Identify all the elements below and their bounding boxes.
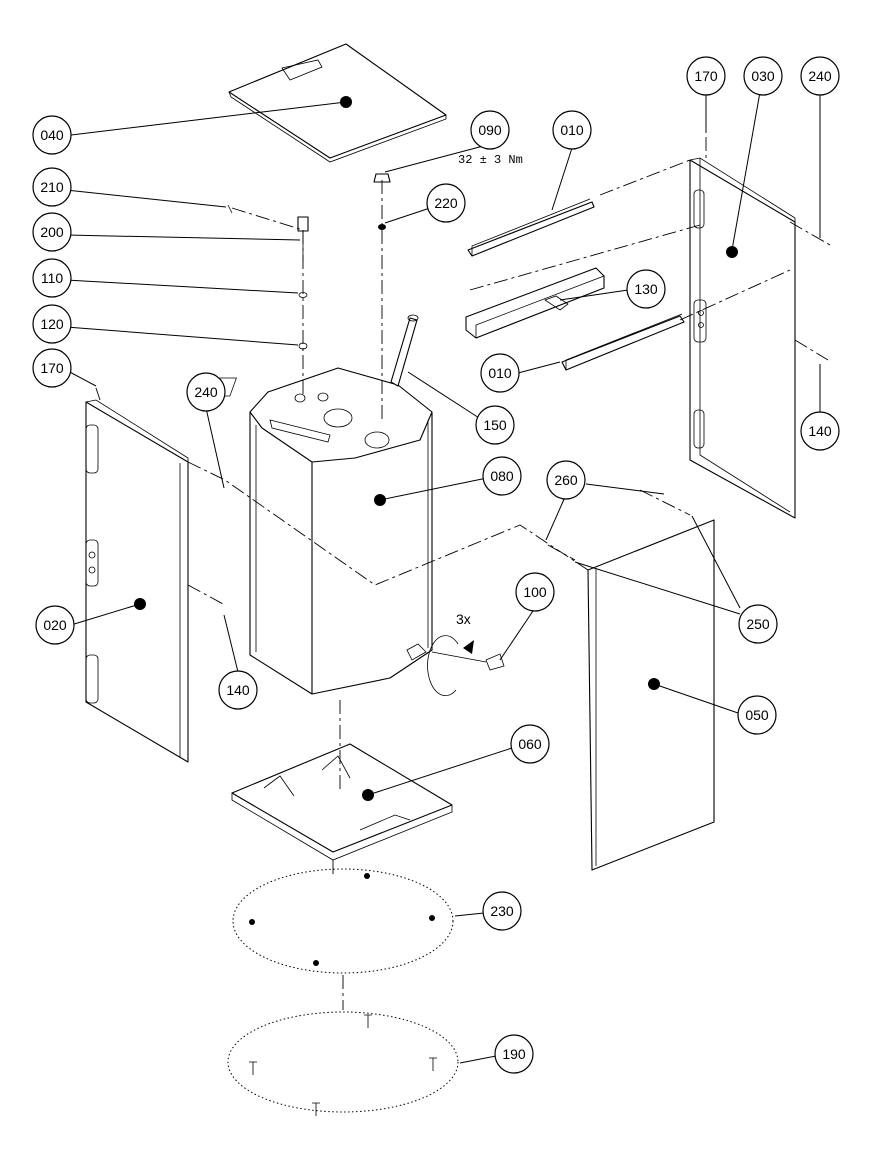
bolt-ring-190 <box>227 1011 459 1116</box>
svg-text:190: 190 <box>502 1046 526 1062</box>
svg-text:240: 240 <box>808 68 832 84</box>
callout-020: 020 <box>35 605 75 645</box>
callout-100: 100 <box>515 572 555 612</box>
callout-040: 040 <box>32 115 72 155</box>
svg-text:240: 240 <box>194 384 218 400</box>
callout-090: 090 <box>470 110 510 150</box>
svg-text:170: 170 <box>694 68 718 84</box>
callout-200: 200 <box>32 212 72 252</box>
callout-170-top: 170 <box>686 56 726 96</box>
leader-lines <box>65 91 821 1064</box>
svg-text:010: 010 <box>560 122 584 138</box>
svg-text:230: 230 <box>490 903 514 919</box>
callout-170-left: 170 <box>32 348 72 388</box>
svg-text:220: 220 <box>434 195 458 211</box>
callout-010-lower: 010 <box>480 353 520 393</box>
callout-210: 210 <box>32 167 72 207</box>
callout-140-right: 140 <box>800 411 840 451</box>
callout-110: 110 <box>32 258 72 298</box>
base-plate-060 <box>231 743 453 861</box>
repeat-note: 3x <box>456 611 471 627</box>
svg-text:260: 260 <box>554 472 578 488</box>
top-cover-040 <box>228 43 447 163</box>
svg-text:010: 010 <box>488 365 512 381</box>
fasteners <box>227 173 391 350</box>
callout-140-left: 140 <box>218 670 258 710</box>
callout-230: 230 <box>482 891 522 931</box>
svg-text:250: 250 <box>746 616 770 632</box>
svg-text:090: 090 <box>478 122 502 138</box>
rail-010-upper <box>467 198 595 257</box>
assembly-axes <box>95 112 831 1010</box>
callout-250: 250 <box>738 604 778 644</box>
svg-text:210: 210 <box>40 179 64 195</box>
torque-note: 32 ± 3 Nm <box>458 153 523 167</box>
svg-text:020: 020 <box>43 617 67 633</box>
callout-060: 060 <box>510 724 550 764</box>
foot-ring-230 <box>232 868 454 974</box>
callout-130: 130 <box>626 269 666 309</box>
svg-text:050: 050 <box>745 707 769 723</box>
valve-100 <box>427 635 505 697</box>
svg-text:130: 130 <box>634 281 658 297</box>
callout-010-upper: 010 <box>552 110 592 150</box>
svg-text:140: 140 <box>226 682 250 698</box>
callout-030: 030 <box>743 56 783 96</box>
svg-text:080: 080 <box>490 468 514 484</box>
tank-body-080 <box>191 367 433 695</box>
rail-010-lower <box>561 313 685 371</box>
side-panel-020 <box>85 399 189 763</box>
svg-text:140: 140 <box>808 423 832 439</box>
callout-120: 120 <box>32 304 72 344</box>
svg-text:040: 040 <box>40 127 64 143</box>
callout-050: 050 <box>737 695 777 735</box>
rear-panel-030 <box>689 157 796 519</box>
svg-text:200: 200 <box>40 224 64 240</box>
callout-240-top: 240 <box>800 56 840 96</box>
svg-text:170: 170 <box>40 360 64 376</box>
front-panel-050 <box>587 519 715 871</box>
svg-text:030: 030 <box>751 68 775 84</box>
svg-text:100: 100 <box>523 584 547 600</box>
callout-080: 080 <box>482 456 522 496</box>
callout-190: 190 <box>494 1034 534 1074</box>
callout-240-left: 240 <box>186 372 226 412</box>
svg-text:110: 110 <box>41 270 64 286</box>
callout-150: 150 <box>475 405 515 445</box>
callout-260: 260 <box>546 460 586 500</box>
svg-text:060: 060 <box>518 736 542 752</box>
svg-text:150: 150 <box>483 417 507 433</box>
tube-150 <box>390 314 419 387</box>
callout-220: 220 <box>426 183 466 223</box>
bracket-130 <box>465 267 605 339</box>
svg-text:120: 120 <box>40 316 64 332</box>
